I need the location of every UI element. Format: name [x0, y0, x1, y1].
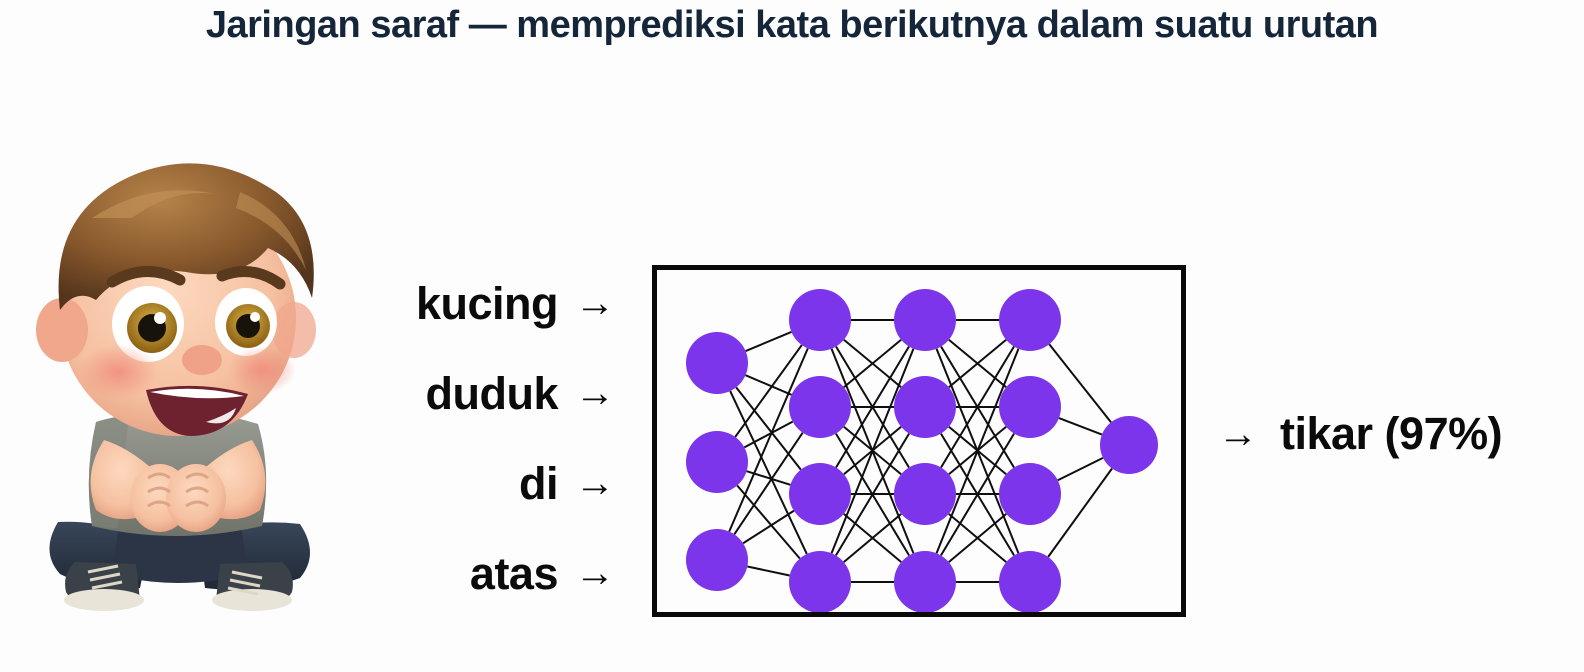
boy-arms [90, 440, 266, 532]
network-edge [747, 565, 790, 577]
network-node-hidden-layer-1 [789, 376, 851, 438]
network-node-hidden-layer-3 [999, 376, 1061, 438]
network-edge [1047, 467, 1113, 558]
page-title: Jaringan saraf — memprediksi kata beriku… [205, 4, 1379, 46]
network-edge [1057, 456, 1104, 482]
network-edge [940, 346, 1015, 468]
network-edge [835, 346, 910, 468]
network-node-hidden-layer-1 [789, 463, 851, 525]
input-word-row: duduk → [330, 348, 618, 438]
network-edge [745, 331, 792, 352]
network-node-hidden-layer-3 [999, 463, 1061, 525]
arrow-right-icon: → [575, 551, 615, 595]
network-edge [734, 344, 803, 438]
network-node-hidden-layer-3 [999, 551, 1061, 612]
network-edge [830, 348, 915, 554]
network-node-output-layer [1100, 416, 1158, 474]
network-edge [733, 432, 804, 535]
boy-illustration-svg [36, 163, 316, 611]
output-prediction-text: tikar (97%) [1280, 408, 1503, 459]
network-node-input-layer [686, 332, 748, 394]
network-edge [940, 433, 1015, 556]
network-node-hidden-layer-2 [894, 289, 956, 351]
network-node-hidden-layer-1 [789, 551, 851, 612]
network-node-hidden-layer-2 [894, 376, 956, 438]
boy-head [36, 163, 316, 436]
input-word-row: atas → [330, 528, 618, 618]
input-word-label: atas [469, 547, 559, 599]
network-edge [729, 390, 808, 555]
network-edge [743, 420, 794, 449]
network-edge [1058, 417, 1103, 436]
input-word-label: di [519, 457, 559, 509]
network-edge [1048, 343, 1112, 423]
network-edge [948, 513, 1007, 563]
input-word-list: kucing → duduk → di → atas → [330, 258, 618, 618]
boy-shoes [64, 562, 293, 611]
network-edge [736, 484, 801, 560]
arrow-right-icon: → [575, 371, 615, 415]
network-edge [745, 374, 792, 396]
input-word-label: kucing [415, 277, 559, 329]
network-node-hidden-layer-1 [789, 289, 851, 351]
network-edge [935, 348, 1020, 554]
network-edges [728, 319, 1113, 583]
neural-network-diagram [652, 265, 1186, 617]
network-node-hidden-layer-3 [999, 289, 1061, 351]
boy-illustration [0, 122, 350, 622]
neural-network-svg [686, 289, 1158, 612]
network-edge [835, 433, 910, 556]
network-edge [843, 513, 902, 563]
arrow-right-icon: → [575, 281, 615, 325]
network-edge [843, 339, 902, 388]
arrow-right-icon: → [575, 461, 615, 505]
input-word-row: di → [330, 438, 618, 528]
network-edge [728, 348, 809, 532]
network-node-hidden-layer-2 [894, 551, 956, 612]
network-edge [742, 509, 795, 545]
network-node-input-layer [686, 529, 748, 591]
input-word-label: duduk [425, 367, 559, 419]
output-prediction: → tikar (97%) [1218, 408, 1503, 459]
network-node-hidden-layer-2 [894, 463, 956, 525]
input-word-row: kucing → [330, 258, 618, 348]
network-node-input-layer [686, 431, 748, 493]
network-edge [735, 386, 802, 471]
network-edge [948, 339, 1007, 388]
network-nodes [686, 289, 1158, 612]
arrow-right-icon: → [1218, 411, 1258, 456]
